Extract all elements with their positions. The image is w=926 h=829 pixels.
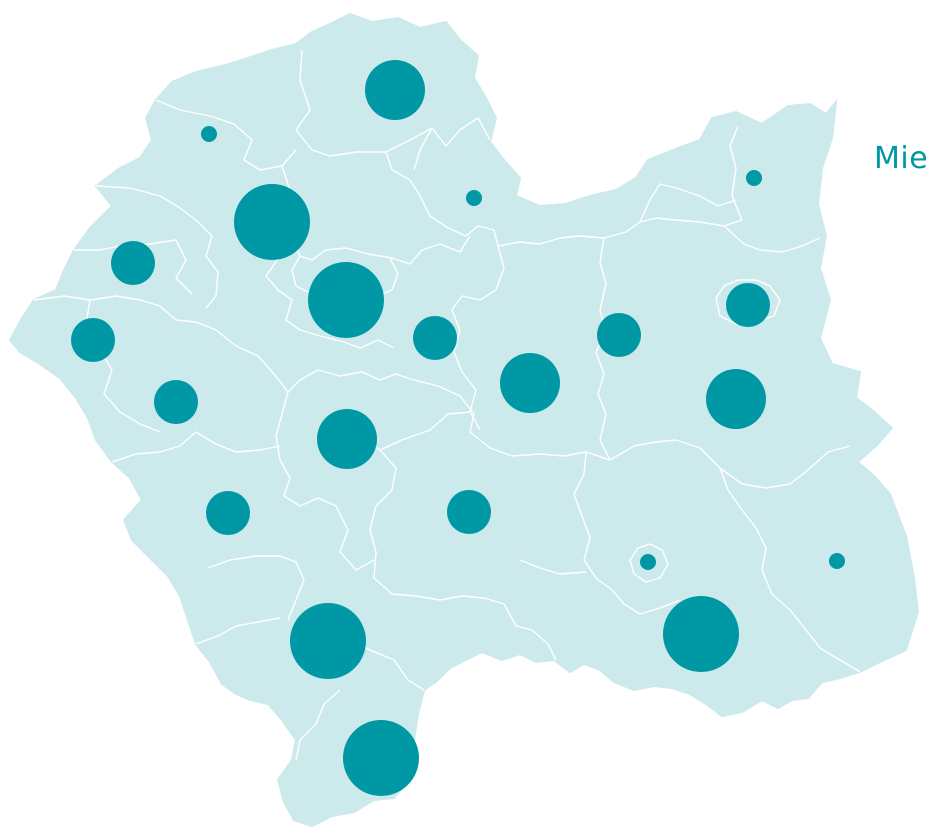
legend-label: Mie xyxy=(874,141,926,176)
marker-center-large xyxy=(308,262,384,338)
marker-south-center xyxy=(447,490,491,534)
marker-west-lower xyxy=(154,380,198,424)
marker-west-mid-small xyxy=(111,241,155,285)
marker-east-mid-small xyxy=(597,313,641,357)
marker-east-island xyxy=(726,283,770,327)
region-outline xyxy=(8,12,920,828)
marker-northwest-small xyxy=(201,126,217,142)
marker-far-east xyxy=(829,553,845,569)
marker-far-south xyxy=(343,720,419,796)
district-borders xyxy=(33,49,861,761)
marker-west-upper-large xyxy=(234,184,310,260)
marker-east-large xyxy=(706,369,766,429)
marker-north-center-small xyxy=(466,190,482,206)
marker-north-top xyxy=(365,60,425,120)
marker-far-west xyxy=(71,318,115,362)
marker-southwest xyxy=(206,491,250,535)
marker-south-large xyxy=(290,603,366,679)
marker-southeast-large xyxy=(663,596,739,672)
marker-southeast-island xyxy=(640,554,656,570)
marker-center-right-large xyxy=(500,353,560,413)
markers-layer xyxy=(71,60,845,796)
marker-northeast-small xyxy=(746,170,762,186)
marker-center-east-medium xyxy=(413,316,457,360)
marker-center-south xyxy=(317,409,377,469)
